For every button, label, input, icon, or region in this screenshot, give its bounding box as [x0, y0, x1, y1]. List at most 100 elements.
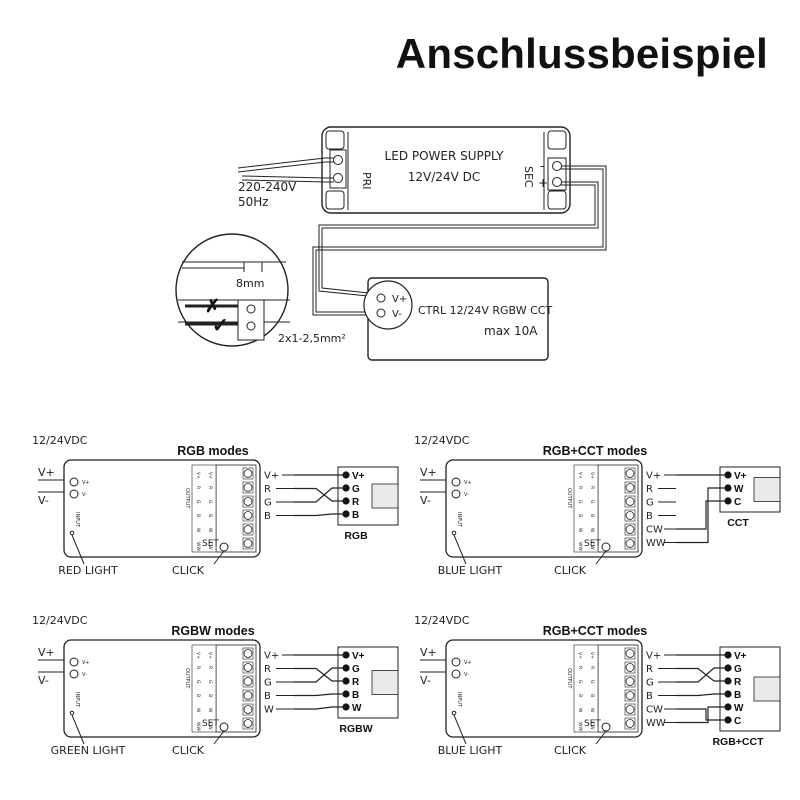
terminal-slot: [624, 509, 636, 522]
connection-wire: [294, 706, 346, 710]
leader-line: [453, 714, 467, 745]
terminal-screw: [625, 705, 635, 714]
strip-label: CCT: [727, 517, 749, 529]
led-indicator: [69, 530, 75, 536]
legend-col2: G: [207, 500, 213, 504]
terminal-slot: [242, 703, 254, 716]
input-terminal: [451, 657, 461, 667]
legend-col2: V+: [207, 472, 213, 479]
input-terminal: [69, 477, 79, 487]
output-label: R: [264, 484, 271, 495]
legend-col2: B: [589, 514, 595, 517]
psu-line2: 12V/24V DC: [408, 170, 480, 184]
output-label: R: [264, 664, 271, 675]
legend-col2: V+: [207, 652, 213, 659]
supply-label: 12/24VDC: [32, 434, 88, 447]
legend-col2: R: [589, 666, 595, 669]
input-terminal: [451, 477, 461, 487]
legend-col2: CW: [589, 542, 595, 550]
strip-pin-label: W: [352, 703, 362, 714]
psu-pri-label: PRI: [360, 172, 373, 190]
terminal-slot: [624, 495, 636, 508]
legend-col1: G: [577, 500, 583, 504]
legend-col1: R: [577, 486, 583, 489]
set-label: SET: [584, 539, 601, 549]
legend-col2: G: [589, 680, 595, 684]
legend-col1: R: [195, 666, 201, 669]
input-terminal: [69, 669, 79, 679]
terminal-vplus: V+: [464, 660, 472, 666]
output-label: OUTPUT: [566, 668, 572, 689]
output-label: V+: [264, 471, 279, 482]
input-vplus-label: V+: [420, 466, 437, 479]
strip-pin-label: V+: [352, 651, 365, 662]
legend-col1: WW: [577, 722, 583, 731]
legend-col2: W: [589, 708, 595, 713]
terminal-slot: [624, 481, 636, 494]
terminal-slot: [624, 537, 636, 550]
legend-col1: WW: [195, 722, 201, 731]
input-terminal: [69, 489, 79, 499]
output-label: OUTPUT: [184, 668, 190, 689]
click-label: CLICK: [554, 744, 587, 757]
psu-line1: LED POWER SUPPLY: [385, 149, 505, 163]
output-label: B: [264, 691, 271, 702]
leader-line: [595, 730, 607, 745]
legend-col1: WW: [195, 542, 201, 551]
strip-pin-label: W: [734, 484, 744, 495]
terminal-slot: [242, 675, 254, 688]
terminal-screw: [243, 705, 253, 714]
legend-col2: V+: [589, 472, 595, 479]
strip-pin-label: G: [352, 484, 360, 495]
input-vplus-label: V+: [38, 646, 55, 659]
terminal-slot: [624, 689, 636, 702]
terminal-screw: [625, 511, 635, 520]
page-title: Anschlussbeispiel: [395, 30, 768, 77]
terminal-slot: [624, 675, 636, 688]
output-label: G: [264, 678, 272, 689]
terminal-slot: [242, 481, 254, 494]
strip-pin-label: R: [734, 677, 742, 688]
strip-pin-label: B: [734, 690, 741, 701]
leader-line: [453, 534, 467, 565]
legend-col1: V+: [577, 652, 583, 659]
connection-wire: [294, 513, 346, 517]
terminal-screw: [625, 719, 635, 728]
terminal-vminus: V-: [82, 672, 87, 678]
terminal-vplus: V+: [82, 480, 90, 486]
terminal-slot: [242, 523, 254, 536]
legend-col2: W: [589, 528, 595, 533]
terminal-screw: [625, 525, 635, 534]
terminal-slot: [242, 689, 254, 702]
terminal-screw: [243, 719, 253, 728]
output-label: G: [646, 498, 654, 509]
terminal-vplus: V+: [464, 480, 472, 486]
controller-vminus: V-: [392, 309, 402, 320]
terminal-screw: [625, 469, 635, 478]
legend-col1: W: [577, 708, 583, 713]
leader-line: [71, 714, 85, 745]
legend-col1: W: [195, 528, 201, 533]
connection-wire: [294, 487, 346, 503]
set-label: SET: [202, 719, 219, 729]
mode-title: RGB+CCT modes: [543, 624, 648, 638]
strip-pin-label: V+: [352, 471, 365, 482]
led-chip: [371, 670, 399, 695]
output-label: CW: [646, 705, 663, 716]
output-label: B: [646, 511, 653, 522]
terminal-slot: [624, 717, 636, 730]
led-chip: [753, 676, 781, 702]
terminal-screw: [243, 483, 253, 492]
psu-minus: -: [540, 159, 544, 173]
psu-input-freq: 50Hz: [238, 195, 269, 209]
click-label: CLICK: [172, 564, 205, 577]
mode-title: RGB+CCT modes: [543, 444, 648, 458]
legend-col1: R: [195, 486, 201, 489]
terminal-screw: [243, 649, 253, 658]
power-supply: LED POWER SUPPLY 12V/24V DC PRI SEC - +: [321, 126, 571, 214]
terminal-screw: [625, 497, 635, 506]
terminal-slot: [242, 661, 254, 674]
terminal-block: [215, 644, 257, 733]
led-chip: [371, 483, 399, 509]
legend-col2: B: [589, 694, 595, 697]
